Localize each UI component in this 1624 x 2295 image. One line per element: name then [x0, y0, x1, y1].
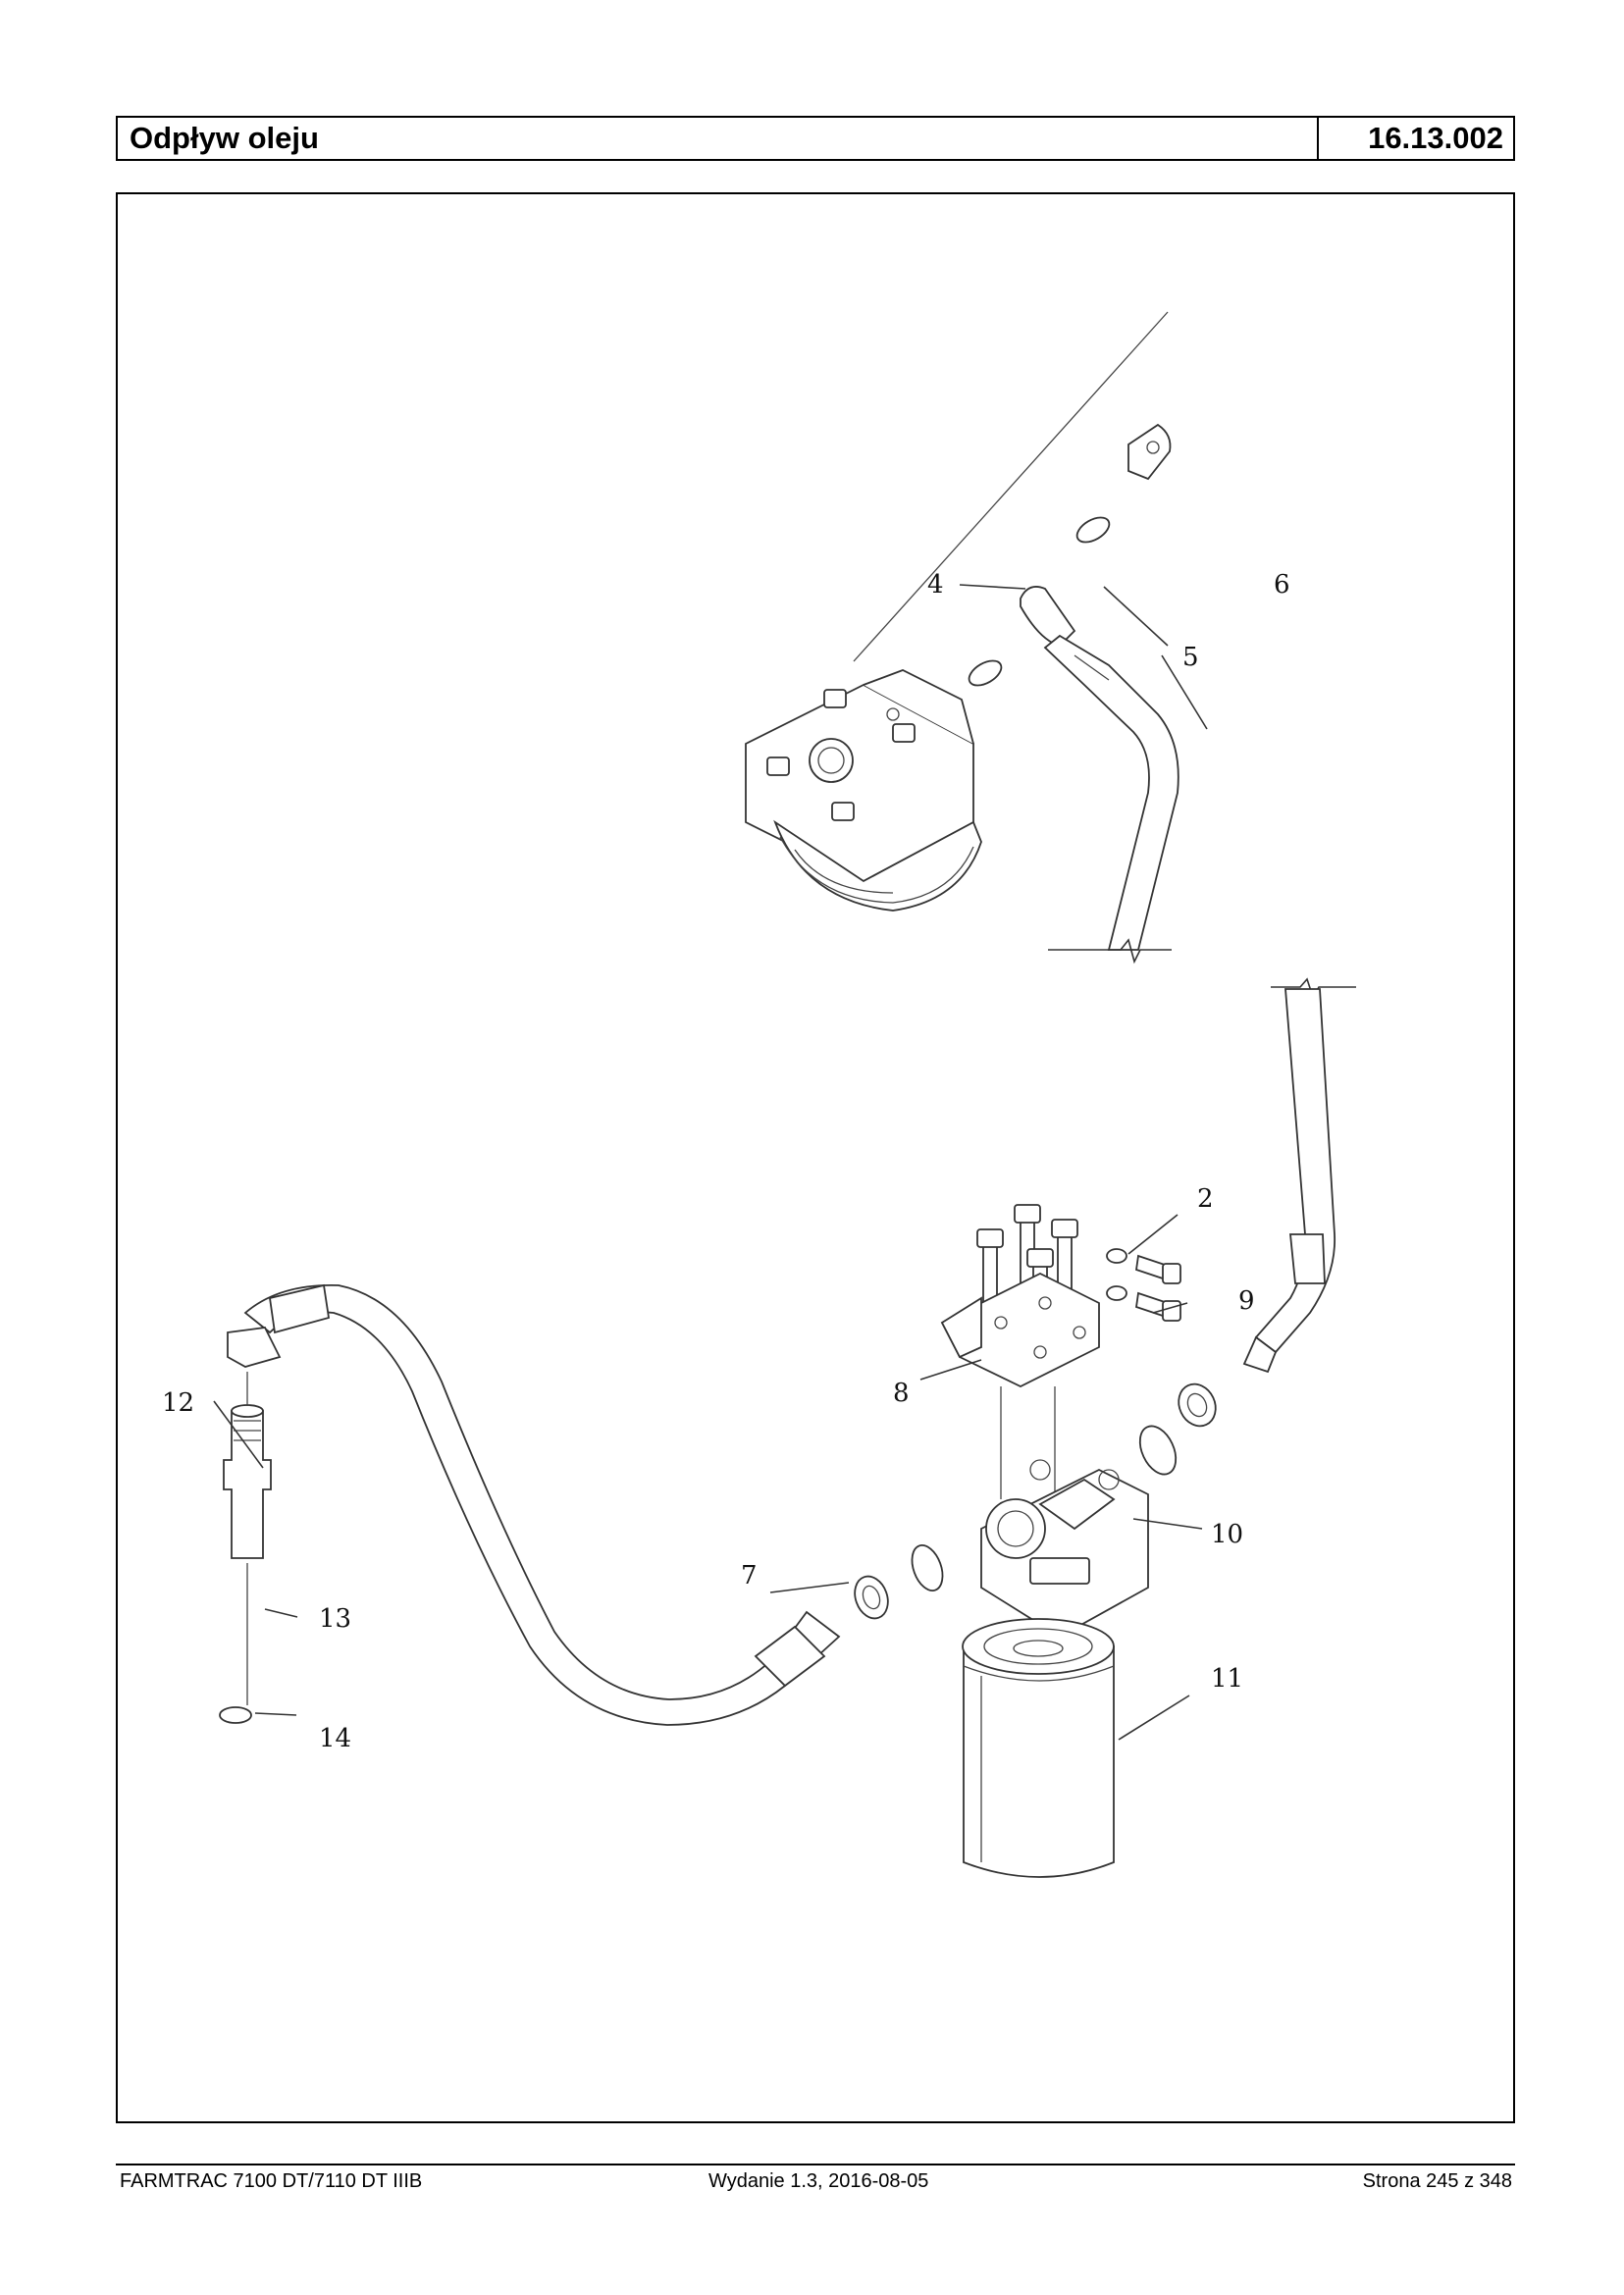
callout-4: 4 [927, 570, 944, 600]
callout-5: 5 [1182, 643, 1199, 672]
footer-divider [116, 2164, 1515, 2165]
callout-9: 9 [1238, 1286, 1255, 1316]
long-hose-drawing [227, 1283, 841, 1726]
page-title: Odpływ oleju [118, 118, 1319, 159]
oil-filter-drawing [962, 1618, 1115, 1878]
callout-7: 7 [741, 1561, 758, 1591]
right-hose-drawing [1138, 977, 1356, 1476]
callout-14: 14 [319, 1724, 351, 1753]
callout-12: 12 [162, 1388, 194, 1418]
section-code: 16.13.002 [1368, 121, 1503, 155]
adapter-drawing [219, 1372, 272, 1724]
callout-13: 13 [319, 1604, 351, 1634]
callout-2: 2 [1197, 1184, 1214, 1214]
footer-model: FARMTRAC 7100 DT/7110 DT IIIB [120, 2170, 423, 2192]
footer-edition: Wydanie 1.3, 2016-08-05 [708, 2170, 929, 2192]
callout-8: 8 [893, 1379, 910, 1408]
page-header: Odpływ oleju 16.13.002 [116, 116, 1515, 161]
steering-unit-drawing [745, 669, 982, 912]
filter-head-drawing [980, 1459, 1149, 1686]
footer-page-number: Strona 245 z 348 [1362, 2170, 1512, 2192]
leader-lines [213, 584, 1208, 1741]
callout-11: 11 [1211, 1664, 1243, 1694]
exploded-parts-diagram: 6 5 4 2 9 8 10 11 7 12 13 14 [162, 311, 1356, 1878]
callout-6: 6 [1274, 570, 1290, 600]
left-fitting-drawing [854, 1544, 944, 1620]
parts-diagram-frame: 6 5 4 2 9 8 10 11 7 12 13 14 [116, 192, 1515, 2123]
callout-10: 10 [1211, 1520, 1243, 1549]
upper-hose-drawing [853, 311, 1179, 965]
bracket-drawing [940, 1272, 1100, 1499]
